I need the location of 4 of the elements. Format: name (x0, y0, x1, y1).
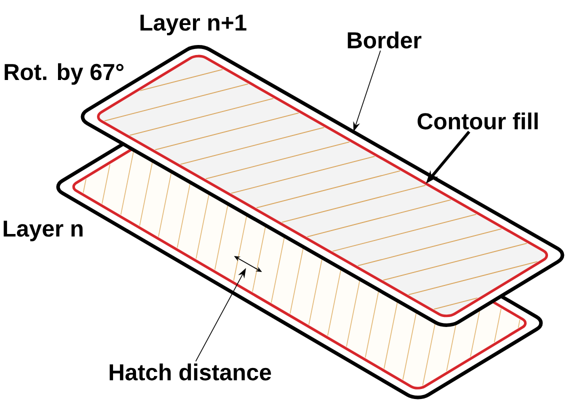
callout-label: Hatch distance (110, 364, 271, 380)
rotation-note: Rot. by 67° (4, 63, 124, 85)
callout-label: Border (348, 32, 422, 48)
callout-label: Contour fill (418, 112, 538, 130)
